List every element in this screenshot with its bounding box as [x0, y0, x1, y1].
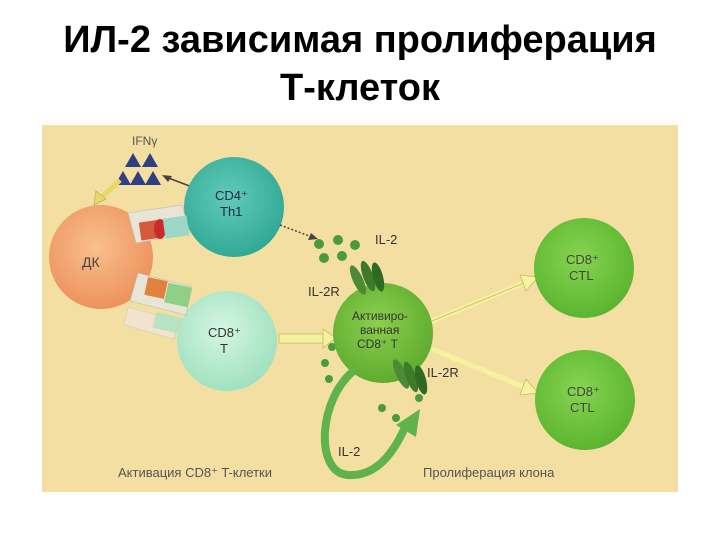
dendritic-cell	[49, 205, 153, 309]
il2-proliferation-figure: IFNγ ДК CD4⁺ Th1 CD8⁺ T	[42, 125, 678, 497]
th1-to-il2-arrow	[279, 224, 313, 238]
cd8-label-line2: T	[220, 341, 228, 356]
ifn-to-dc-arrow	[98, 178, 122, 201]
il2r-left-label: IL-2R	[308, 284, 340, 299]
dc-cd4-receptor-complex	[127, 204, 191, 244]
il2-loop-label: IL-2	[338, 444, 360, 459]
il2-receptor-top	[349, 260, 385, 295]
il2-receptor-bottom	[392, 359, 428, 395]
activated-label-line1: Активиро-	[352, 309, 408, 323]
ctl-top-line1: CD8⁺	[566, 252, 599, 267]
arrow-to-ctl-top	[431, 274, 539, 324]
arrow-to-ctl-bottom	[431, 346, 539, 396]
cd4-th1-cell	[184, 157, 284, 257]
dc-cd8-receptor-complex	[123, 272, 193, 340]
slide-title-line1: ИЛ-2 зависимая пролиферация	[63, 19, 657, 61]
cd8-naive-cell	[177, 291, 277, 391]
slide-title-line2: Т-клеток	[280, 67, 440, 109]
cd4-label-line1: CD4⁺	[215, 188, 248, 203]
dc-label: ДК	[82, 254, 100, 270]
activated-label-line3: CD8⁺ T	[357, 337, 398, 351]
ctl-cell-bottom	[535, 350, 635, 450]
ifn-gamma-label: IFNγ	[132, 134, 157, 148]
autocrine-loop-arrow	[320, 365, 420, 480]
caption-proliferation: Пролиферация клона	[423, 465, 555, 480]
ctl-bottom-line2: CTL	[570, 400, 595, 415]
cd8-label-line1: CD8⁺	[208, 325, 241, 340]
caption-activation: Активация CD8⁺ T-клетки	[118, 465, 272, 480]
ctl-top-line2: CTL	[569, 268, 594, 283]
diagram-canvas: IFNγ ДК CD4⁺ Th1 CD8⁺ T	[42, 125, 678, 492]
activated-cd8-cell	[333, 283, 433, 383]
il2r-right-label: IL-2R	[427, 365, 459, 380]
il2-molecules	[314, 235, 423, 422]
th1-to-ifn-arrow	[165, 176, 193, 188]
slide-title: ИЛ-2 зависимая пролиферация Т-клеток	[0, 16, 720, 112]
cd8-to-activated-arrow	[278, 328, 337, 349]
ctl-cell-top	[534, 218, 634, 318]
il2-top-label: IL-2	[375, 232, 397, 247]
activated-label-line2: ванная	[360, 323, 399, 337]
cd4-label-line2: Th1	[220, 204, 242, 219]
ctl-bottom-line1: CD8⁺	[567, 384, 600, 399]
